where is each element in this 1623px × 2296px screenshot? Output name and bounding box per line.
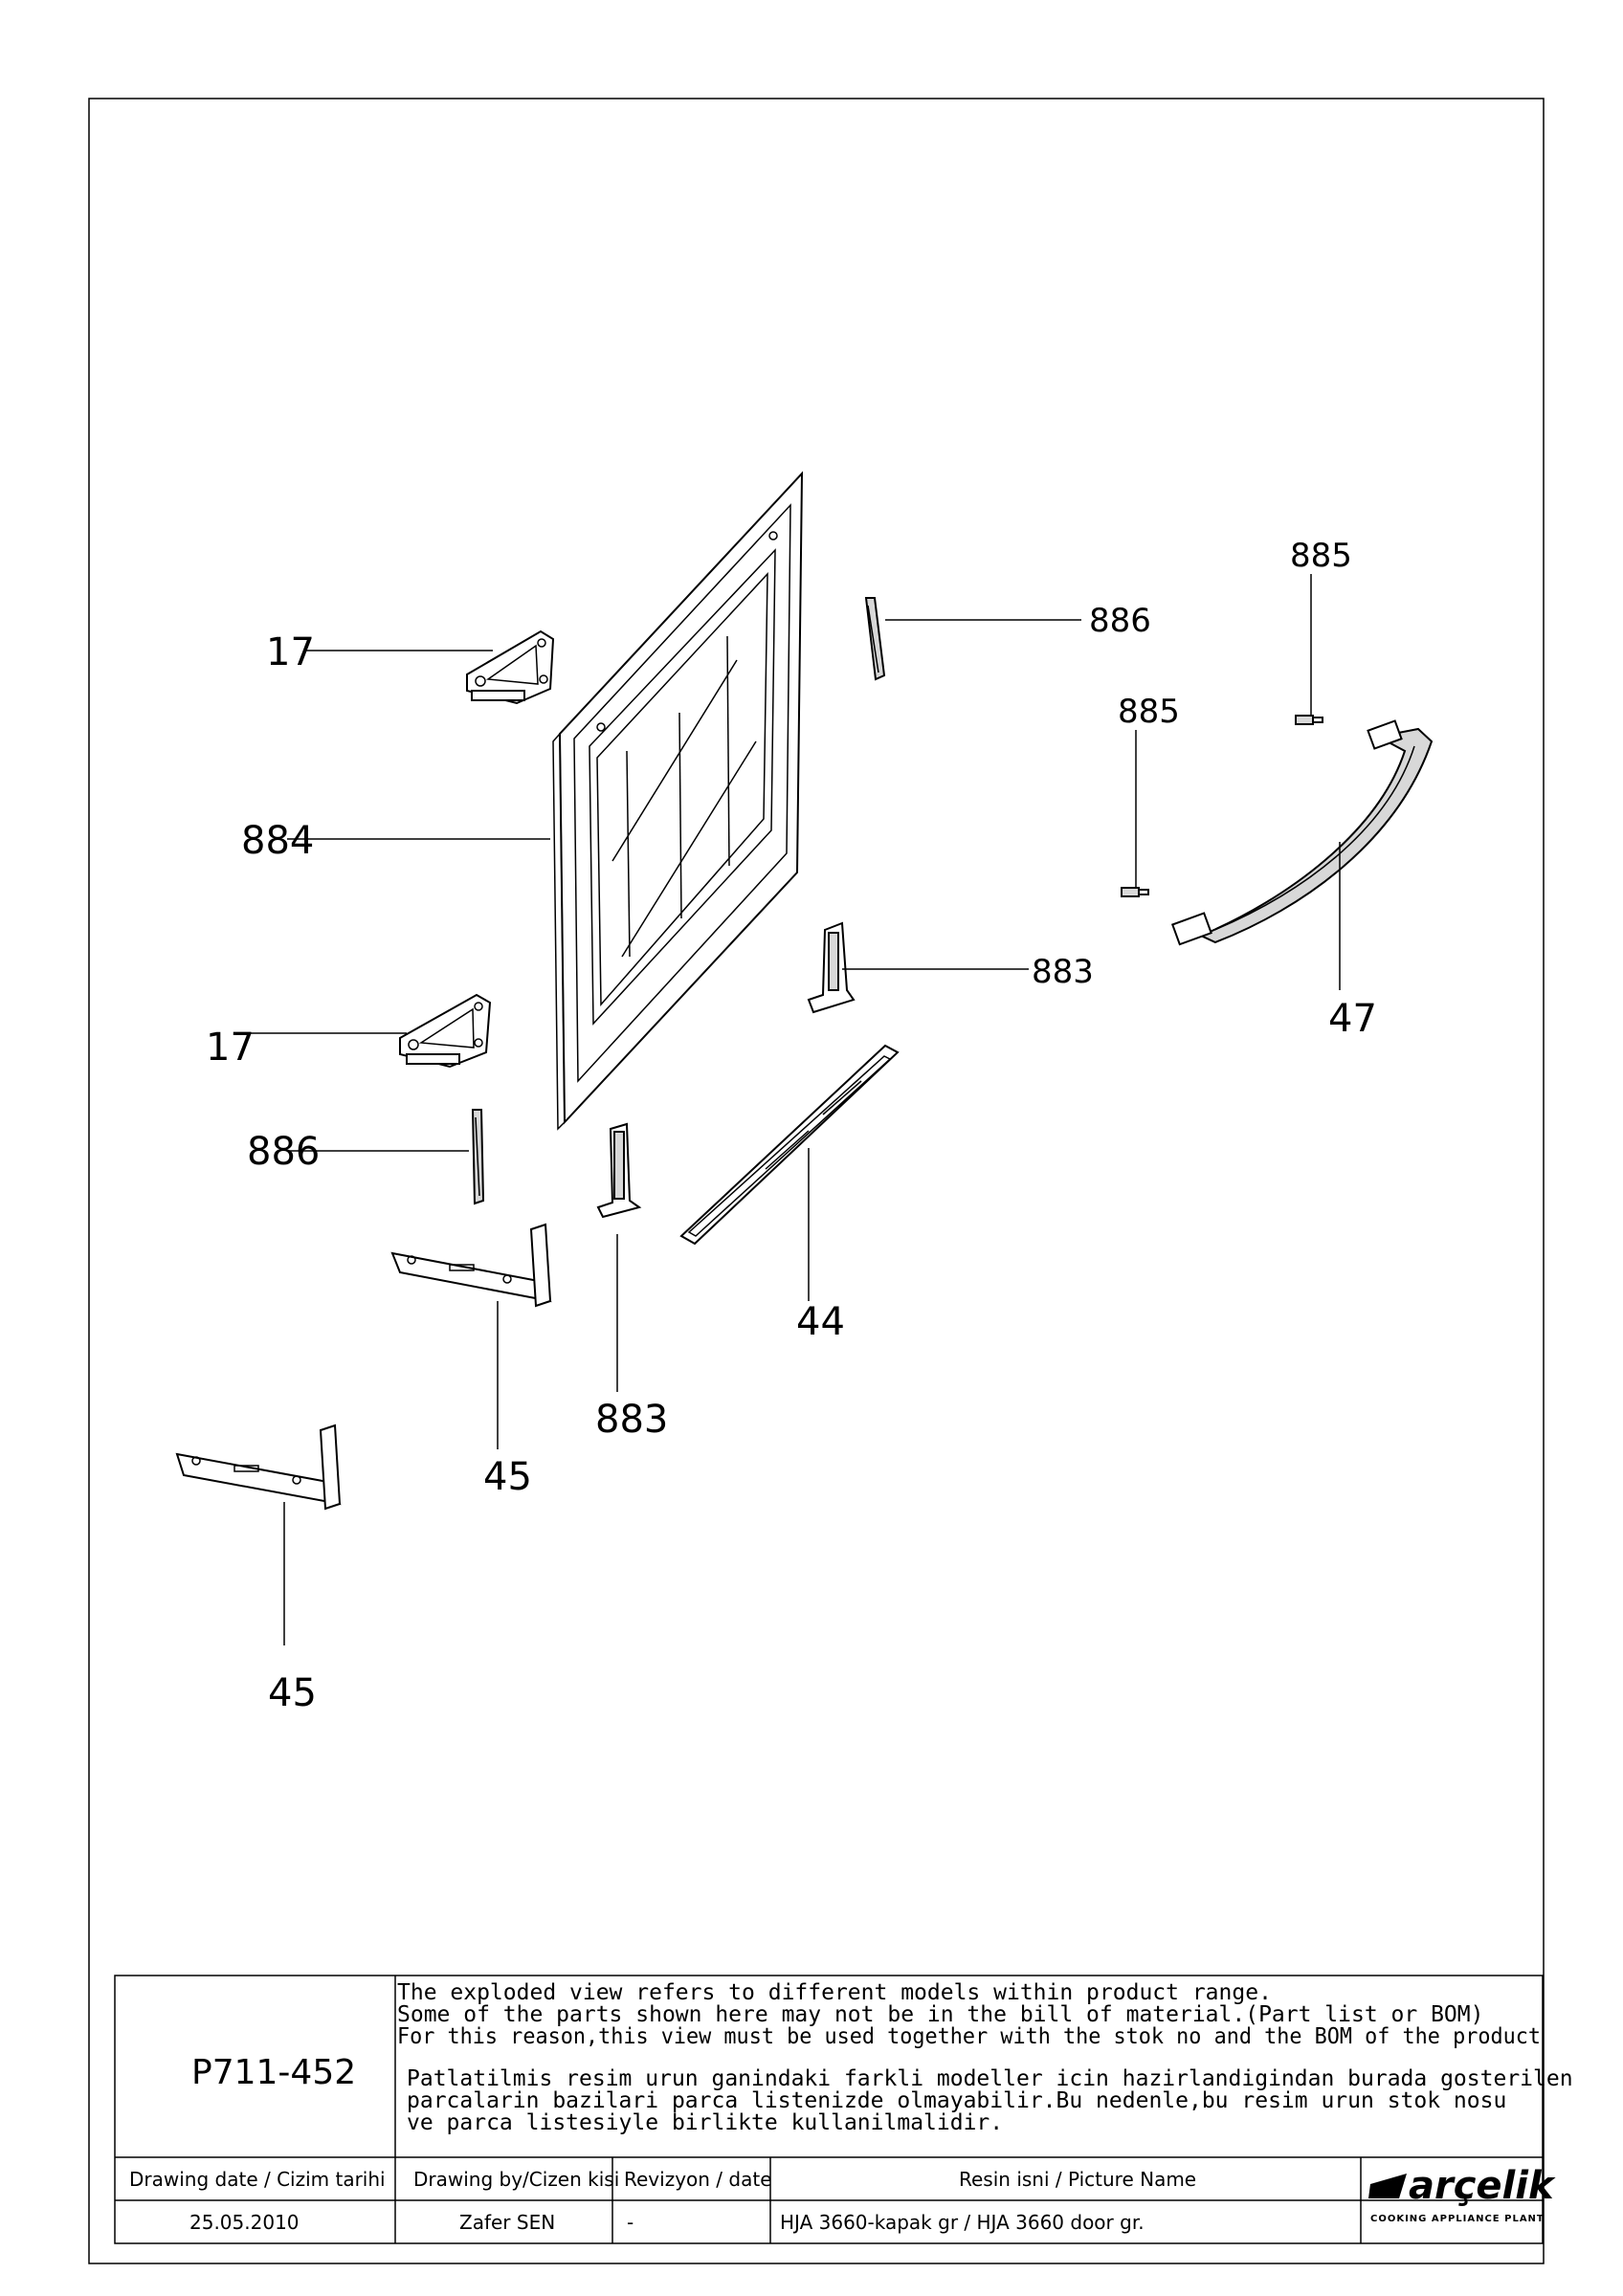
- label-886-left: 886: [247, 1130, 320, 1174]
- brand-logo: arçelik COOKING APPLIANCE PLANT: [1368, 2164, 1556, 2224]
- note-tr-line-2: parcalarin bazilari parca listenizde olm…: [407, 2088, 1506, 2113]
- drawing-code: P711-452: [191, 2053, 356, 2092]
- value-revision: -: [627, 2211, 634, 2234]
- label-884: 884: [241, 819, 314, 863]
- slider-883-right: [807, 921, 856, 1014]
- screw-885-mid: [1121, 887, 1149, 897]
- label-885-top: 885: [1290, 537, 1352, 575]
- brand-mark-icon: [1368, 2174, 1407, 2198]
- header-revision: Revizyon / date: [624, 2168, 772, 2191]
- rail-44: [679, 1044, 900, 1246]
- value-drawing-by: Zafer SEN: [459, 2211, 555, 2234]
- slider-883-bottom: [596, 1122, 642, 1219]
- exploded-view: 17 884 17 886 886 885 885 883 47 44 883 …: [175, 471, 1434, 1715]
- hinge-45-bottom: [175, 1424, 342, 1511]
- note-tr-line-1: Patlatilmis resim urun ganindaki farkli …: [407, 2066, 1573, 2091]
- label-47: 47: [1328, 997, 1377, 1041]
- note-en-line-1: The exploded view refers to different mo…: [397, 1980, 1272, 2005]
- sheet-border: [88, 98, 1545, 2264]
- label-885-mid: 885: [1118, 693, 1180, 731]
- label-883-right: 883: [1032, 953, 1094, 991]
- header-picture-name: Resin isni / Picture Name: [959, 2168, 1196, 2191]
- hinge-45-mid: [390, 1223, 552, 1308]
- header-drawing-by: Drawing by/Cizen kisi: [413, 2168, 619, 2191]
- brand-subtitle: COOKING APPLIANCE PLANT: [1370, 2214, 1545, 2224]
- label-17-top: 17: [266, 630, 315, 674]
- value-drawing-date: 25.05.2010: [189, 2211, 300, 2234]
- label-45-mid: 45: [483, 1455, 532, 1499]
- door-panel-884: [552, 471, 804, 1131]
- value-picture-name: HJA 3660-kapak gr / HJA 3660 door gr.: [780, 2211, 1145, 2234]
- brand-name: arçelik: [1409, 2164, 1556, 2208]
- label-883-bottom: 883: [595, 1398, 668, 1442]
- label-17-bottom: 17: [206, 1026, 255, 1070]
- screw-885-top: [1295, 715, 1323, 725]
- note-en-line-3: For this reason,this view must be used t…: [397, 2024, 1541, 2049]
- spacer-886-left: [471, 1109, 485, 1205]
- handle-47: [1170, 719, 1434, 946]
- spacer-886-right: [864, 597, 886, 681]
- hinge-bracket-17-top: [466, 629, 555, 705]
- hinge-bracket-17-bottom: [399, 993, 492, 1069]
- note-en-line-2: Some of the parts shown here may not be …: [397, 2002, 1483, 2027]
- label-44: 44: [796, 1300, 845, 1344]
- header-drawing-date: Drawing date / Cizim tarihi: [129, 2168, 386, 2191]
- title-block: P711-452 The exploded view refers to dif…: [114, 1975, 1573, 2244]
- leader-lines: [244, 574, 1341, 1645]
- note-tr-line-3: ve parca listesiyle birlikte kullanilmal…: [407, 2110, 1003, 2135]
- label-45-bottom: 45: [268, 1671, 317, 1715]
- label-886-right: 886: [1089, 602, 1151, 640]
